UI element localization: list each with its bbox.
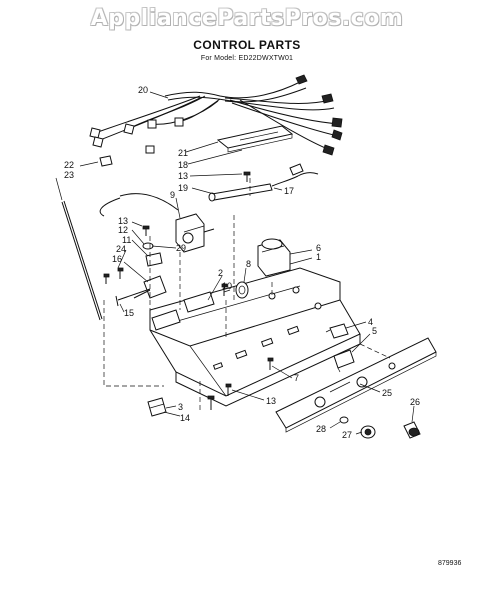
control-rod-part[interactable] [61, 200, 103, 321]
page-title: CONTROL PARTS [193, 38, 301, 52]
callout-number: 16 [112, 254, 122, 264]
callout-number: 24 [116, 244, 126, 254]
wire-clip-part[interactable] [145, 145, 155, 154]
callout-number: 26 [410, 397, 420, 407]
washer-part[interactable] [339, 416, 349, 424]
callout-number: 23 [64, 170, 74, 180]
light-switch-part[interactable] [325, 323, 349, 339]
wire-harness-part[interactable] [89, 74, 343, 156]
screw-part[interactable] [243, 171, 251, 182]
cover-bracket-part[interactable] [216, 125, 294, 153]
screw-part[interactable] [267, 357, 274, 370]
screw-part[interactable] [117, 267, 124, 279]
callout-number: 7 [294, 373, 299, 383]
control-panel-overlay-part[interactable] [275, 337, 437, 433]
lamp-socket-part[interactable] [333, 349, 355, 373]
screw-part[interactable] [207, 395, 215, 410]
sensor-bulb-part[interactable] [208, 163, 319, 202]
callout-number: 13 [118, 216, 128, 226]
callout-number: 28 [316, 424, 326, 434]
callout-number: 18 [178, 160, 188, 170]
screw-part[interactable] [221, 283, 228, 296]
callout-number: 8 [246, 259, 251, 269]
callout-number: 14 [180, 413, 190, 423]
callout-number: 19 [178, 183, 188, 193]
callout-number: 13 [266, 396, 276, 406]
bracket-part[interactable] [145, 252, 163, 267]
washer-part[interactable] [142, 242, 154, 250]
callout-number: 11 [122, 235, 131, 245]
callout-number: 21 [178, 148, 188, 158]
callout-number: 10 [222, 281, 232, 291]
callout-number: 12 [118, 225, 128, 235]
screw-part[interactable] [103, 273, 110, 284]
callout-number: 17 [284, 186, 294, 196]
callout-number: 20 [138, 85, 148, 95]
mounting-bracket-part[interactable] [147, 397, 167, 417]
callout-number: 9 [170, 190, 175, 200]
knob-shaft-part[interactable] [115, 275, 167, 307]
diagram-code: 879936 [438, 560, 462, 567]
callout-number: 2 [218, 268, 223, 278]
callout-number: 27 [342, 430, 352, 440]
switch-part[interactable] [257, 238, 291, 277]
knob-part[interactable] [235, 281, 249, 299]
callout-number: 15 [124, 308, 134, 318]
control-knob-part[interactable] [360, 425, 376, 439]
screw-part[interactable] [142, 225, 150, 236]
rod-clip-part[interactable] [99, 155, 113, 167]
callout-number: 3 [178, 402, 183, 412]
callout-number: 1 [316, 252, 321, 262]
model-line: For Model: ED22DWXTW01 [200, 55, 294, 62]
callout-number: 13 [178, 171, 188, 181]
control-knob-part[interactable] [403, 421, 421, 439]
callout-number: 29 [176, 243, 186, 253]
callout-number: 25 [382, 388, 392, 398]
thermostat-part[interactable] [99, 193, 215, 253]
callout-number: 4 [368, 317, 373, 327]
callout-number: 6 [316, 243, 321, 253]
callout-number: 22 [64, 160, 74, 170]
callout-number: 5 [372, 326, 377, 336]
screw-part[interactable] [225, 383, 232, 396]
watermark-logo: AppliancePartsPros.com [90, 6, 404, 31]
control-housing-part[interactable] [149, 267, 361, 407]
